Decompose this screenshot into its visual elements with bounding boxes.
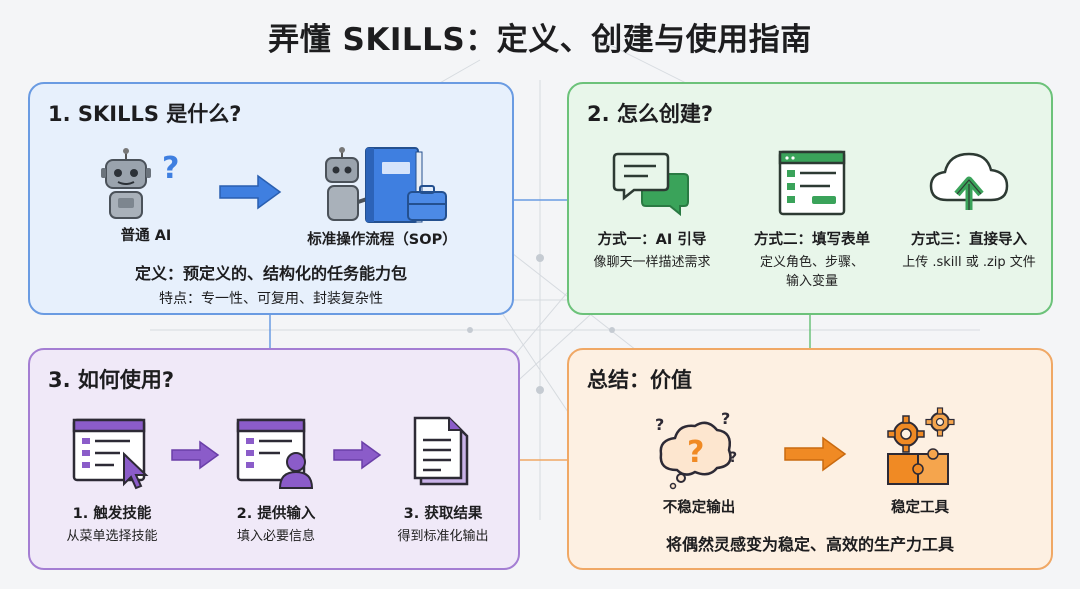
step-trigger: 1. 触发技能 从菜单选择技能 [52, 414, 172, 546]
method-fill-form-label: 方式二：填写表单 [754, 232, 870, 248]
method-import: 方式三：直接导入 上传 .skill 或 .zip 文件 [889, 148, 1049, 272]
arrow-right-icon [784, 436, 847, 472]
panel-summary-value: 总结：价值 ? ? ? ? 不稳定输出 [567, 348, 1053, 570]
thought-cloud-icon: ? ? ? ? [655, 409, 737, 490]
unstable-output-item: ? ? ? ? 不稳定输出 [629, 406, 769, 517]
method-fill-form: 方式二：填写表单 定义角色、步骤、 输入变量 [732, 148, 892, 291]
panel-what-is-skills: 1. SKILLS 是什么? ? 普通 AI [28, 82, 514, 315]
form-user-icon [236, 418, 314, 489]
svg-text:?: ? [655, 415, 664, 434]
method-fill-form-desc-2: 输入变量 [785, 274, 838, 289]
panel-how-to-create: 2. 怎么创建? 方式一：AI 引导 像聊天一样描述需求 方式二：填写表单 定义… [567, 82, 1053, 315]
step-input: 2. 提供输入 填入必要信息 [216, 414, 336, 546]
svg-text:?: ? [729, 450, 737, 466]
features-text: 特点：专一性、可复用、封装复杂性 [159, 291, 383, 307]
step-input-label: 2. 提供输入 [236, 506, 316, 522]
step-result: 3. 获取结果 得到标准化输出 [378, 414, 508, 546]
panel-title: 3. 如何使用? [48, 368, 175, 392]
summary-text: 将偶然灵感变为稳定、高效的生产力工具 [665, 535, 954, 554]
arrow-right-icon [171, 440, 220, 470]
method-ai-guide: 方式一：AI 引导 像聊天一样描述需求 [577, 148, 727, 272]
svg-text:?: ? [687, 435, 704, 470]
step-trigger-desc: 从菜单选择技能 [66, 529, 158, 544]
panel-title: 总结：价值 [587, 368, 692, 392]
sop-item: 标准操作流程（SOP） [292, 140, 472, 249]
step-result-desc: 得到标准化输出 [397, 529, 489, 544]
form-icon [778, 150, 846, 216]
arrow-right-icon [333, 440, 382, 470]
unstable-output-label: 不稳定输出 [662, 500, 736, 516]
page-title: 弄懂 SKILLS：定义、创建与使用指南 [268, 22, 812, 58]
robot-question-icon: ? [101, 148, 179, 219]
method-fill-form-desc-1: 定义角色、步骤、 [759, 255, 864, 270]
step-result-label: 3. 获取结果 [403, 506, 483, 522]
menu-cursor-icon [72, 418, 149, 490]
normal-ai-label: 普通 AI [120, 228, 172, 244]
svg-text:?: ? [162, 151, 179, 186]
step-input-desc: 填入必要信息 [236, 529, 315, 544]
document-icon [413, 416, 469, 486]
sop-label: 标准操作流程（SOP） [307, 232, 457, 248]
panel-how-to-use: 3. 如何使用? 1. 触发技能 从菜单选择技能 [28, 348, 520, 570]
stable-tool-item: 稳定工具 [855, 406, 985, 517]
svg-text:?: ? [721, 409, 730, 428]
chat-icon [612, 152, 689, 217]
robot-book-icon [325, 147, 447, 223]
panel-title: 2. 怎么创建? [587, 102, 714, 126]
definition-text: 定义：预定义的、结构化的任务能力包 [134, 264, 407, 283]
cloud-upload-icon [929, 152, 1009, 210]
method-ai-guide-label: 方式一：AI 引导 [597, 232, 707, 248]
method-import-desc: 上传 .skill 或 .zip 文件 [902, 255, 1036, 270]
arrow-right-icon [219, 174, 282, 210]
step-trigger-label: 1. 触发技能 [72, 506, 152, 522]
stable-tool-label: 稳定工具 [891, 500, 949, 516]
panel-title: 1. SKILLS 是什么? [48, 102, 242, 126]
normal-ai-item: ? 普通 AI [86, 144, 206, 245]
method-import-label: 方式三：直接导入 [911, 232, 1027, 248]
gears-puzzle-icon [887, 407, 955, 485]
method-ai-guide-desc: 像聊天一样描述需求 [593, 255, 711, 270]
